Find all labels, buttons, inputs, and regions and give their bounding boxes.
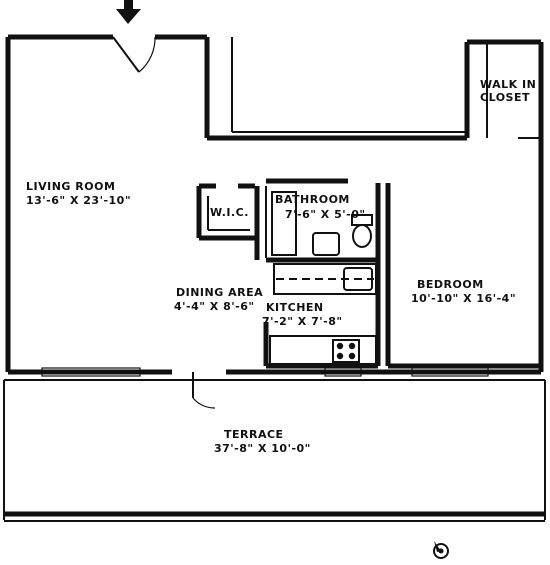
kitchen-fixtures [269, 263, 377, 365]
bathroom-name: BATHROOM [275, 193, 350, 206]
kitchen-size: 7'-2" X 7'-8" [262, 315, 343, 328]
bathroom-size: 7'-6" X 5'-0" [285, 208, 366, 221]
bathtub [271, 191, 297, 256]
kitchen-name: KITCHEN [266, 301, 324, 314]
living-room-name: LIVING ROOM [26, 180, 115, 193]
terrace-outline [3, 379, 546, 522]
wic-name: W.I.C. [210, 206, 249, 219]
dining-area-name: DINING AREA [176, 286, 263, 299]
counter-base [269, 335, 377, 365]
terrace-name: TERRACE [224, 428, 284, 441]
walk-in-closet-name-line2: CLOSET [480, 91, 530, 104]
terrace-size: 37'-8" X 10'-0" [214, 442, 311, 455]
sink [312, 232, 340, 256]
interior-walls [196, 178, 541, 369]
living-room-size: 13'-6" X 23'-10" [26, 194, 131, 207]
entry-door [112, 36, 156, 73]
walk-in-closet-name-line1: WALK IN [480, 78, 536, 91]
dining-area-size: 4'-4" X 8'-6" [174, 300, 255, 313]
toilet [351, 214, 373, 248]
windows [41, 367, 489, 377]
terrace-door [192, 372, 216, 409]
entry-arrow-icon [116, 0, 141, 24]
bedroom-name: BEDROOM [417, 278, 484, 291]
north-compass-icon [433, 541, 449, 559]
bedroom-size: 10'-10" X 16'-4" [411, 292, 516, 305]
stove-icon [332, 339, 360, 363]
kitchen-counter [273, 263, 377, 295]
kitchen-sink [343, 267, 373, 291]
bathroom-fixtures [271, 191, 373, 256]
